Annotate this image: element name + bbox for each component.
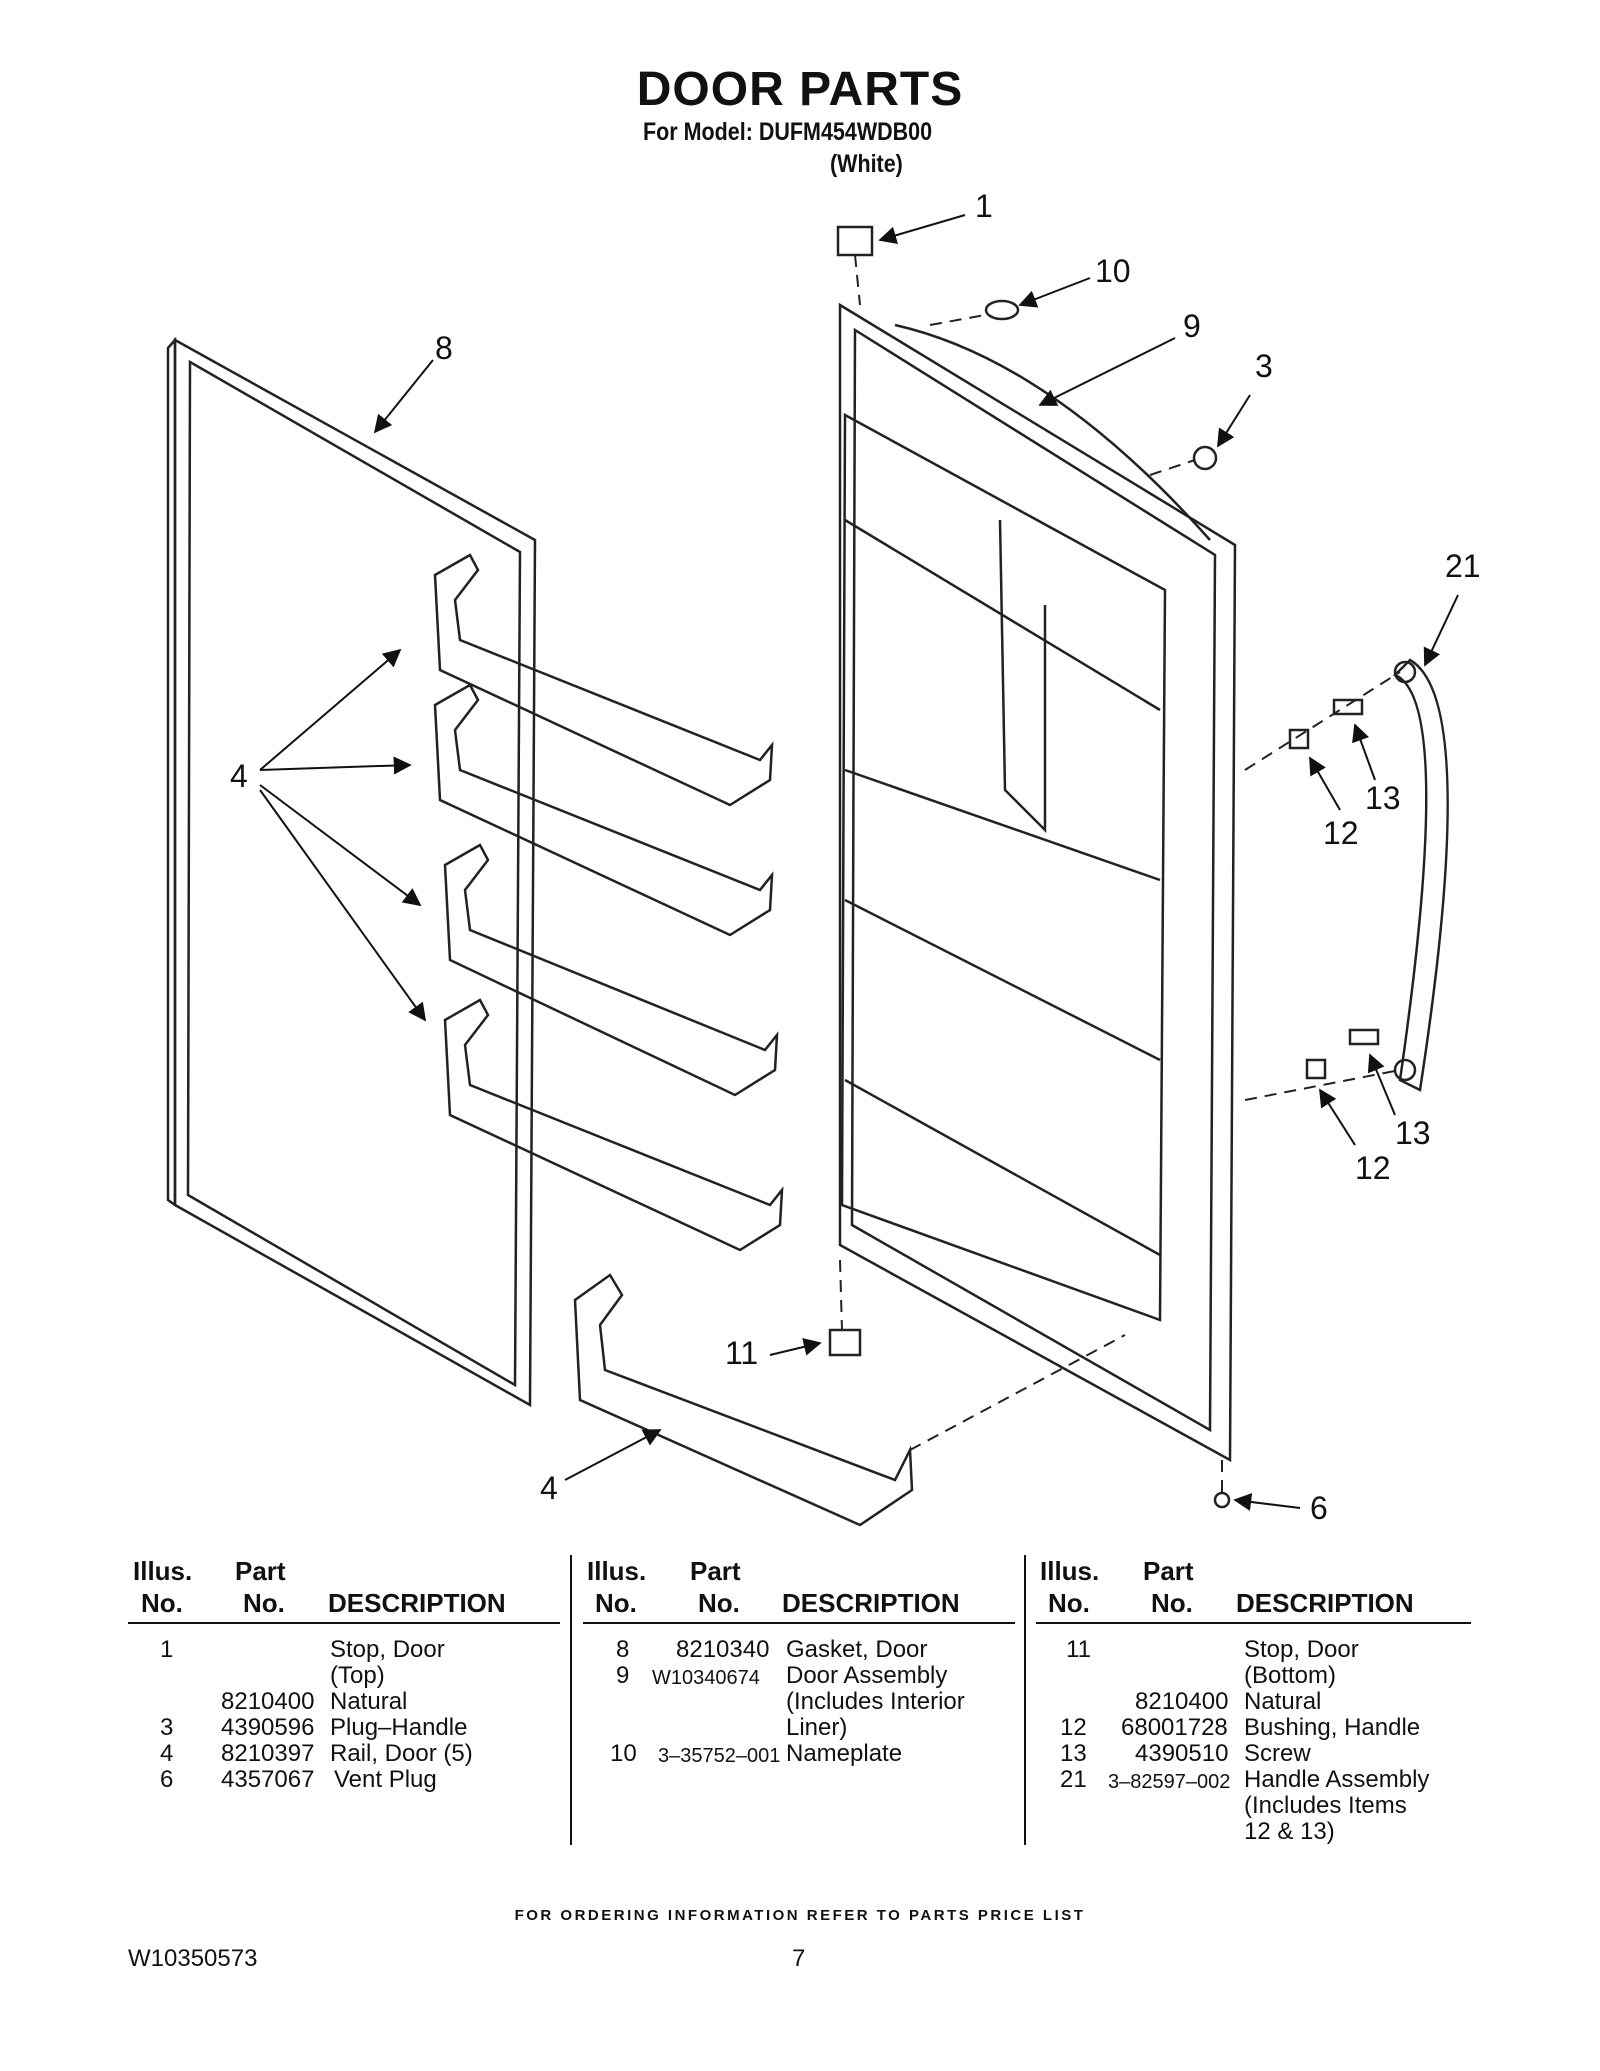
callout-4-lower: 4 — [540, 1470, 558, 1506]
callout-10: 10 — [1095, 253, 1131, 289]
model-number: For Model: DUFM454WDB00 — [643, 118, 933, 146]
row-illus: 8 — [616, 1636, 630, 1663]
row-illus: 11 — [1066, 1636, 1091, 1663]
screw-bottom — [1348, 1028, 1380, 1046]
row-desc: Rail, Door (5) — [330, 1740, 473, 1767]
header-rule-3 — [1036, 1622, 1471, 1624]
row-desc: Plug–Handle — [330, 1714, 468, 1741]
bushing-top — [1288, 728, 1310, 750]
callout-21: 21 — [1445, 548, 1481, 584]
callout-3: 3 — [1255, 348, 1273, 384]
exploded-diagram — [166, 214, 1459, 1527]
row-part: 8210400 — [1135, 1688, 1229, 1715]
row-part: 3–82597–002 — [1108, 1771, 1231, 1793]
door-rails-left — [433, 553, 784, 1252]
handle-assembly — [1392, 658, 1449, 1092]
plug-handle — [1192, 445, 1218, 471]
hdr-desc-2: DESCRIPTION — [782, 1588, 960, 1618]
screw-top — [1332, 698, 1364, 716]
row-illus: 10 — [610, 1740, 637, 1767]
callout-12-upper: 12 — [1323, 815, 1359, 851]
callout-13-upper: 13 — [1365, 780, 1401, 816]
door-stop-bottom — [828, 1328, 862, 1357]
ordering-note: FOR ORDERING INFORMATION REFER TO PARTS … — [514, 1907, 1086, 1924]
row-desc: Screw — [1244, 1740, 1311, 1767]
row-part: 3–35752–001 — [658, 1745, 781, 1767]
header-rule-2 — [583, 1622, 1015, 1624]
row-part: 4357067 — [221, 1766, 315, 1793]
row-desc: Gasket, Door — [786, 1636, 928, 1663]
callout-12-lower: 12 — [1355, 1150, 1391, 1186]
page-number: 7 — [792, 1945, 806, 1972]
callout-11: 11 — [725, 1335, 759, 1371]
row-desc: Vent Plug — [334, 1766, 437, 1793]
row-part: 68001728 — [1121, 1714, 1228, 1741]
row-illus: 6 — [160, 1766, 174, 1793]
row-part: 8210397 — [221, 1740, 315, 1767]
callout-4-upper: 4 — [230, 758, 248, 794]
page-title: DOOR PARTS — [636, 63, 964, 116]
row-illus: 9 — [616, 1662, 630, 1689]
hdr-illus-2: Illus.No. — [587, 1556, 647, 1618]
row-part: 8210340 — [676, 1636, 770, 1663]
row-part: 8210400 — [221, 1688, 315, 1715]
callout-13-lower: 13 — [1395, 1115, 1431, 1151]
callout-1: 1 — [975, 188, 993, 224]
door-rail-bottom — [573, 1273, 914, 1527]
vent-plug — [1213, 1491, 1231, 1509]
row-desc: Stop, Door — [330, 1636, 445, 1663]
hdr-desc-3: DESCRIPTION — [1236, 1588, 1414, 1618]
row-desc: (Top) — [330, 1662, 385, 1689]
column-divider — [1024, 1555, 1026, 1845]
row-illus: 1 — [160, 1636, 174, 1663]
gasket-door — [166, 336, 537, 1408]
row-desc: Liner) — [786, 1714, 848, 1741]
row-desc: (Includes Items — [1244, 1792, 1407, 1819]
row-part: 4390510 — [1135, 1740, 1229, 1767]
row-desc: Bushing, Handle — [1244, 1714, 1421, 1741]
row-part: 4390596 — [221, 1714, 315, 1741]
row-part: W10340674 — [652, 1667, 760, 1689]
callout-6: 6 — [1310, 1490, 1328, 1526]
row-illus: 21 — [1060, 1766, 1087, 1793]
row-desc: (Includes Interior — [786, 1688, 965, 1715]
row-desc: Natural — [1244, 1688, 1322, 1715]
header-rule-1 — [128, 1622, 560, 1624]
hdr-desc-1: DESCRIPTION — [328, 1588, 506, 1618]
door-stop-top — [836, 225, 874, 257]
row-desc: Nameplate — [786, 1740, 903, 1767]
bushing-bottom — [1305, 1058, 1327, 1080]
row-illus: 13 — [1060, 1740, 1087, 1767]
callout-9: 9 — [1183, 308, 1201, 344]
door-assembly — [838, 302, 1237, 1463]
hdr-illus-3: Illus.No. — [1040, 1556, 1100, 1618]
column-divider — [570, 1555, 572, 1845]
row-desc: Door Assembly — [786, 1662, 948, 1689]
document-number: W10350573 — [128, 1945, 258, 1972]
row-desc: Natural — [330, 1688, 408, 1715]
row-desc: Handle Assembly — [1244, 1766, 1430, 1793]
row-desc: 12 & 13) — [1244, 1818, 1335, 1845]
callout-8: 8 — [435, 330, 453, 366]
nameplate — [984, 299, 1020, 321]
row-illus: 4 — [160, 1740, 174, 1767]
row-desc: (Bottom) — [1244, 1662, 1337, 1689]
row-illus: 12 — [1060, 1714, 1087, 1741]
row-illus: 3 — [160, 1714, 174, 1741]
row-desc: Stop, Door — [1244, 1636, 1359, 1663]
model-color: (White) — [830, 150, 903, 178]
hdr-illus-1: Illus.No. — [133, 1556, 193, 1618]
